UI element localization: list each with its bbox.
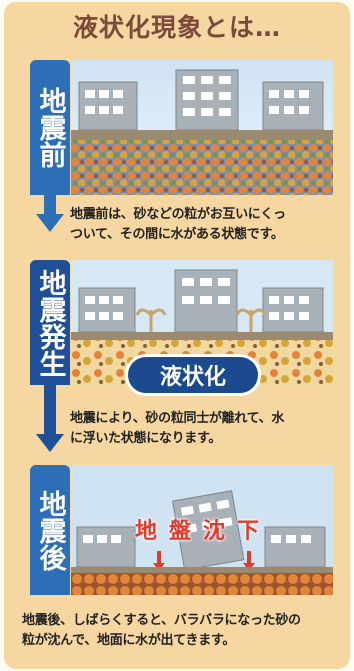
arrow-stem: [44, 385, 56, 435]
building-icon: [76, 526, 136, 568]
stage-label-after: 地震後: [30, 465, 70, 595]
building-icon: [175, 69, 239, 131]
stage-description-during: 地震により、砂の粒同士が離れて、水 に浮いた状態になります。: [70, 411, 285, 446]
building-icon: [174, 269, 238, 333]
stage-label-before: 地震前: [30, 60, 70, 195]
scene-after-earthquake: [71, 465, 333, 595]
building-icon: [78, 287, 136, 333]
building-icon: [264, 526, 326, 568]
stage-label-during: 地震発生: [30, 260, 70, 385]
building-icon: [262, 81, 324, 131]
scene-during-earthquake: [71, 260, 333, 385]
building-icon: [78, 81, 138, 131]
page-title: 液状化現象とは…: [72, 13, 281, 42]
stage-description-after: 地震後、しばらくすると、バラバラになった砂の 粒が沈んで、地面に水が出てきます。: [22, 613, 301, 648]
subsidence-label: 地盤沈下: [135, 519, 272, 544]
arrow-stem: [44, 195, 56, 215]
arrow-down-icon: [36, 214, 64, 232]
tilted-building-icon: [171, 490, 245, 571]
stage-description-before: 地震前は、砂などの粒がお互いにくっ ついて、その間に水がある状態です。: [70, 207, 286, 242]
arrow-down-icon: [36, 434, 64, 452]
building-icon: [262, 287, 324, 333]
scene-before-earthquake: [71, 60, 333, 195]
liquefaction-badge: 液状化: [125, 354, 261, 396]
